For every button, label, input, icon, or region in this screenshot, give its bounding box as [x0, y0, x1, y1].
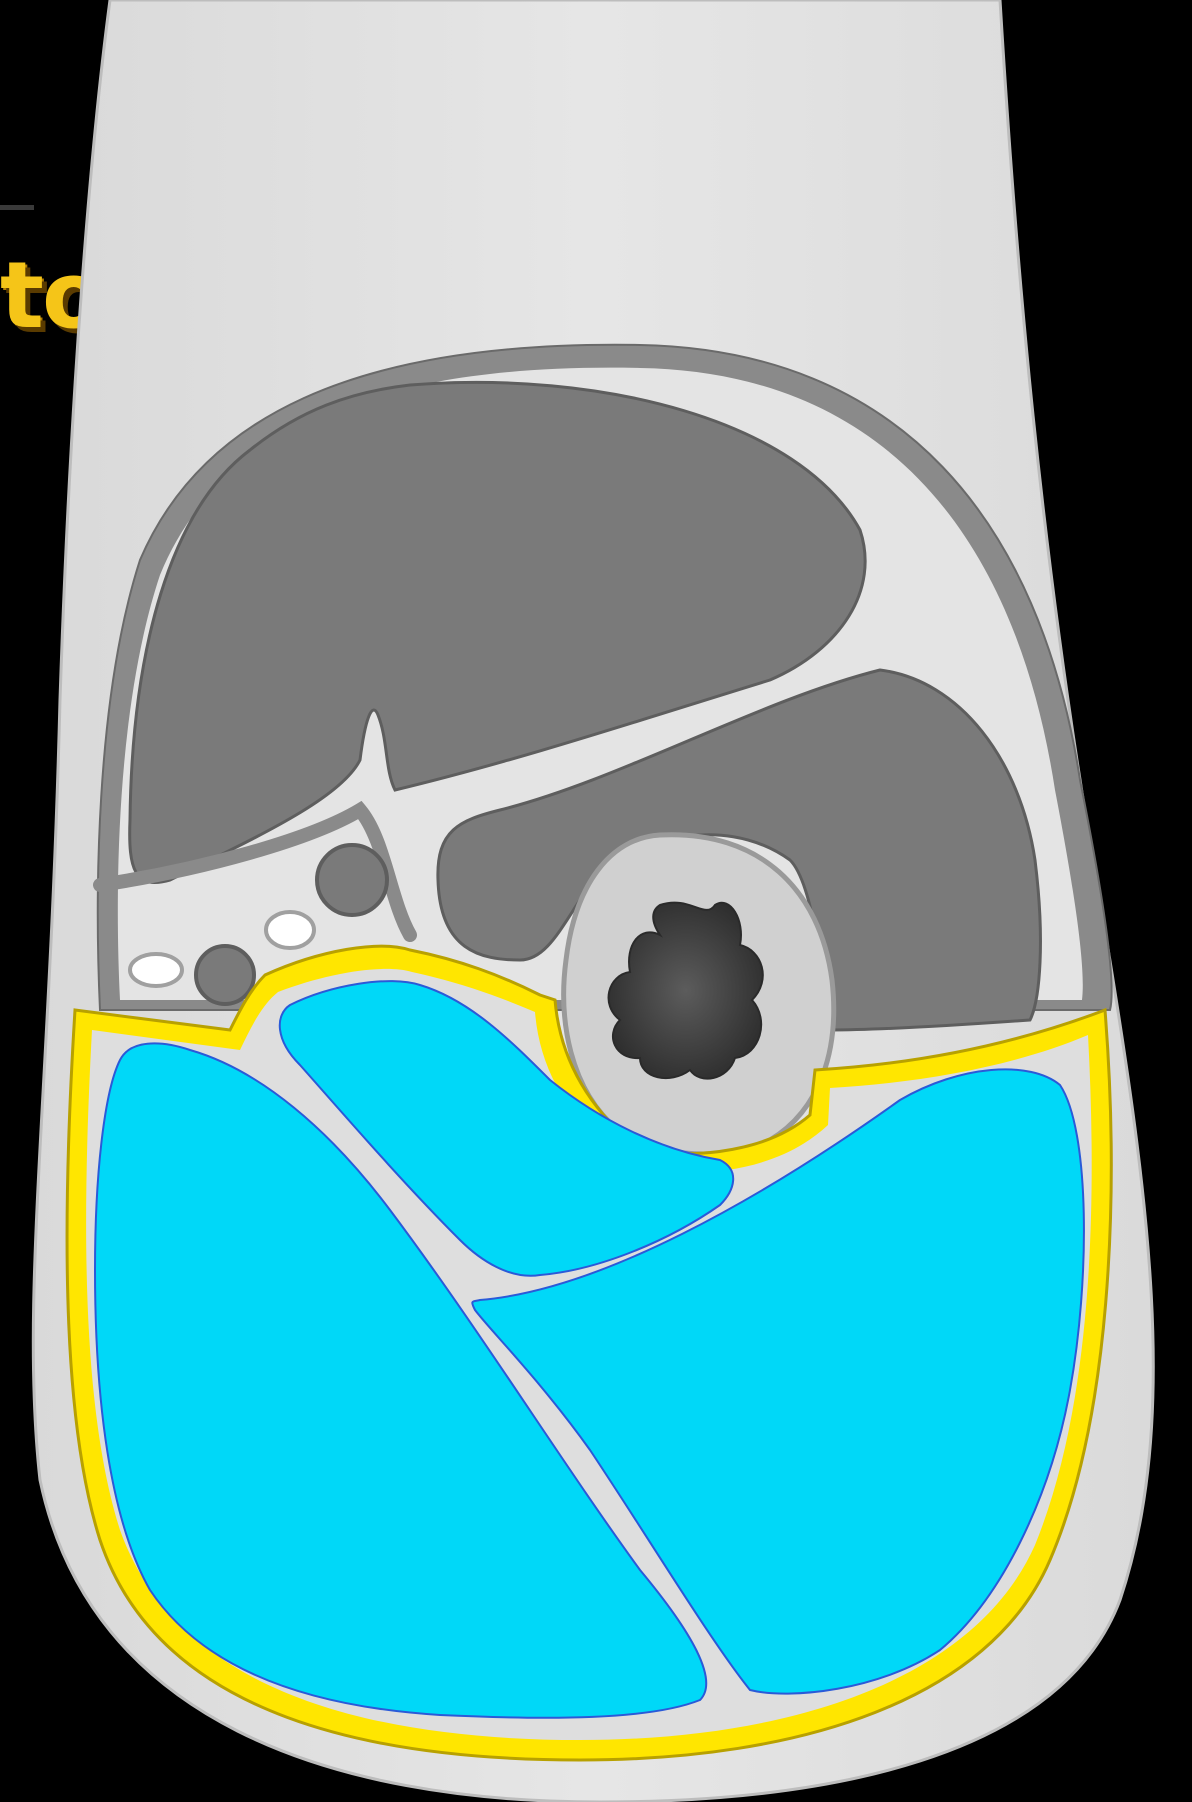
vessel-medium [196, 946, 254, 1004]
nerve-small-lower [130, 954, 182, 986]
nerve-small-upper [266, 912, 314, 948]
vessel-large [317, 845, 387, 915]
